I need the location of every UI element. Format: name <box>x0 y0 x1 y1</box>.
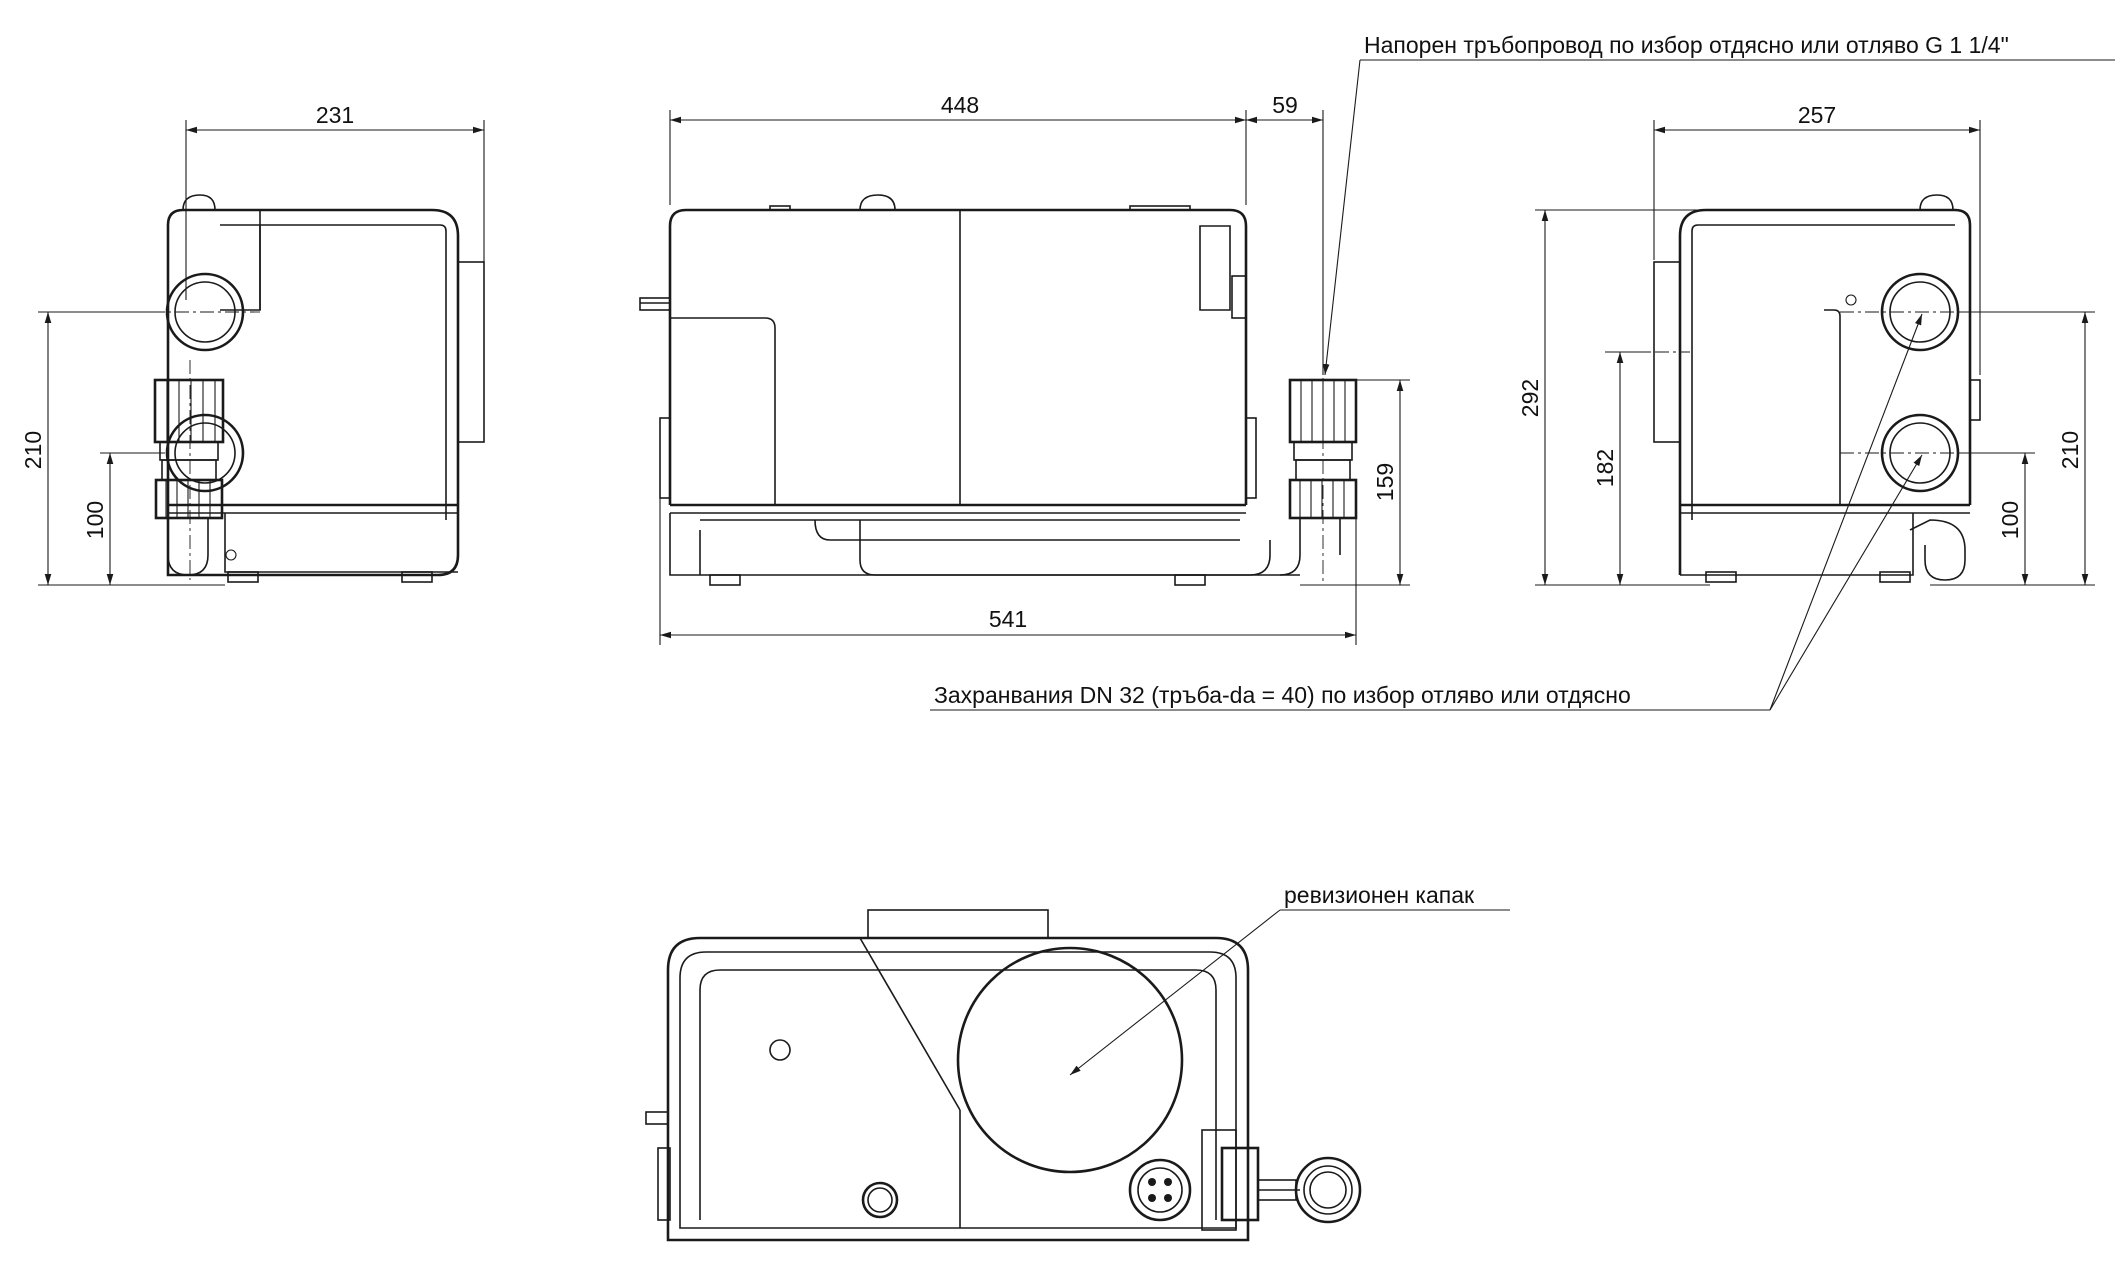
right-width-label: 257 <box>1798 102 1836 128</box>
inspection-cover-note: ревизионен капак <box>1284 882 1475 908</box>
front-offset-59-label: 59 <box>1272 92 1298 118</box>
left-side-view: 231 210 100 <box>20 102 485 586</box>
front-width-448-label: 448 <box>941 92 979 118</box>
annotation-pressure-pipe: Напорен тръбопровод по избор отдясно или… <box>1322 32 2115 376</box>
annotation-inspection-cover: ревизионен капак <box>1069 882 1510 1076</box>
inlets-note: Захранвания DN 32 (тръба-da = 40) по изб… <box>934 682 1631 708</box>
top-view <box>645 909 1362 1242</box>
annotation-inlets: Захранвания DN 32 (тръба-da = 40) по изб… <box>930 313 1923 711</box>
front-view: 448 59 159 541 <box>639 92 1410 645</box>
right-height-100-label: 100 <box>1997 501 2023 539</box>
right-height-292-label: 292 <box>1517 379 1543 417</box>
left-height-210-label: 210 <box>20 431 46 469</box>
right-side-view: 257 292 182 210 100 <box>1517 102 2095 586</box>
front-width-541-label: 541 <box>989 606 1027 632</box>
left-height-100-label: 100 <box>82 501 108 539</box>
right-height-210-label: 210 <box>2057 431 2083 469</box>
left-width-label: 231 <box>316 102 354 128</box>
front-height-159-label: 159 <box>1372 463 1398 501</box>
pressure-pipe-note: Напорен тръбопровод по избор отдясно или… <box>1364 32 2009 58</box>
right-height-182-label: 182 <box>1592 449 1618 487</box>
